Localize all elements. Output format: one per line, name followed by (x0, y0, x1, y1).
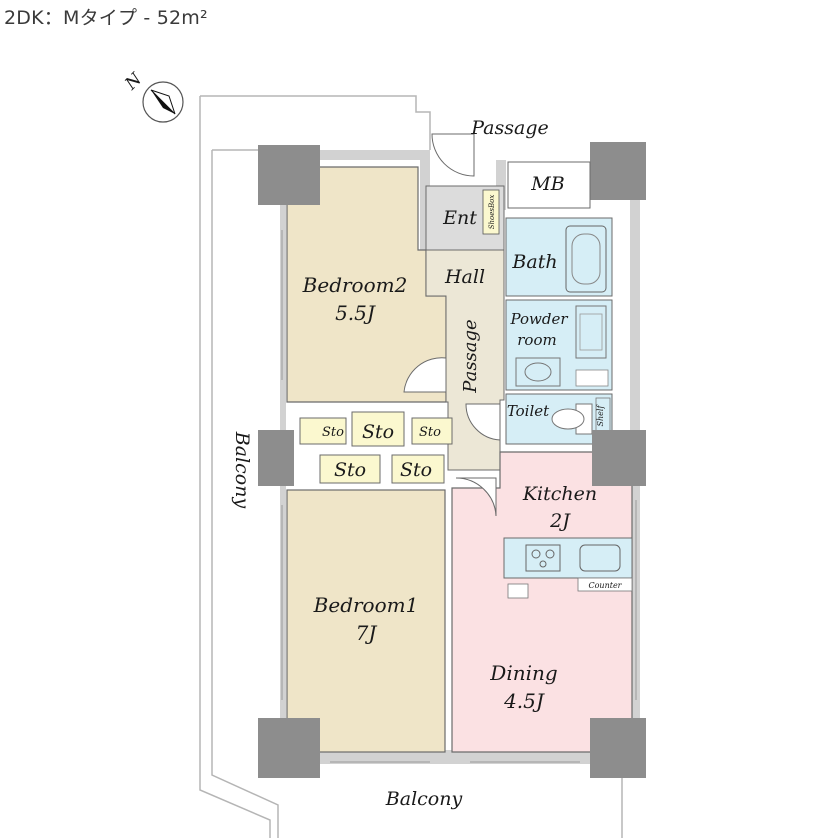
toilet-fixture (551, 403, 593, 435)
label-storage-3: Sto (419, 425, 441, 440)
door-swings (403, 133, 501, 517)
balcony-outline (199, 95, 623, 838)
compass-icon: N (121, 69, 184, 123)
fridge-space (507, 583, 529, 599)
compass-north-label: N (121, 69, 147, 95)
label-shelf: Shelf (596, 404, 605, 427)
storage-closets (299, 411, 453, 484)
washer-space (575, 305, 607, 359)
bedroom1-floor (286, 489, 446, 753)
label-dining-size: 4.5J (503, 689, 545, 713)
label-balcony-left: Balcony (231, 431, 253, 509)
label-passage-inner: Passage (460, 319, 481, 393)
label-kitchen: Kitchen (522, 483, 597, 505)
label-shoes-box: ShoesBox (488, 195, 496, 230)
label-bedroom1: Bedroom1 (313, 593, 419, 617)
label-passage-outer: Passage (470, 117, 549, 139)
kitchen-sink (579, 544, 621, 572)
bathtub (565, 225, 607, 293)
windows (281, 230, 637, 763)
label-powder-room-1: Powder (509, 310, 568, 328)
meter-box (507, 161, 591, 209)
label-dining: Dining (489, 661, 557, 685)
label-entrance: Ent (442, 207, 477, 229)
label-hall: Hall (444, 266, 485, 288)
kitchen-dining-floor (451, 451, 633, 753)
label-storage-4: Sto (334, 459, 366, 481)
label-storage-1: Sto (322, 425, 344, 440)
label-bedroom2-size: 5.5J (335, 301, 376, 325)
structural-columns (258, 142, 646, 778)
label-counter: Counter (588, 581, 622, 590)
label-storage-5: Sto (400, 459, 432, 481)
plan-caption: 2DK：Mタイプ - 52m² (4, 7, 208, 29)
label-balcony-bottom: Balcony (385, 788, 463, 810)
label-toilet: Toilet (507, 402, 550, 420)
label-storage-2: Sto (362, 421, 394, 443)
bath-floor (505, 217, 613, 297)
label-kitchen-size: 2J (549, 510, 571, 532)
shoes-box (482, 189, 500, 235)
label-meter-box: MB (530, 173, 564, 195)
label-bedroom2: Bedroom2 (302, 273, 408, 297)
wash-basin (515, 357, 561, 387)
label-bath: Bath (511, 251, 557, 273)
kitchen-counter (503, 537, 633, 579)
label-bedroom1-size: 7J (356, 621, 378, 645)
stove (525, 544, 561, 572)
label-powder-room-2: room (517, 331, 556, 349)
